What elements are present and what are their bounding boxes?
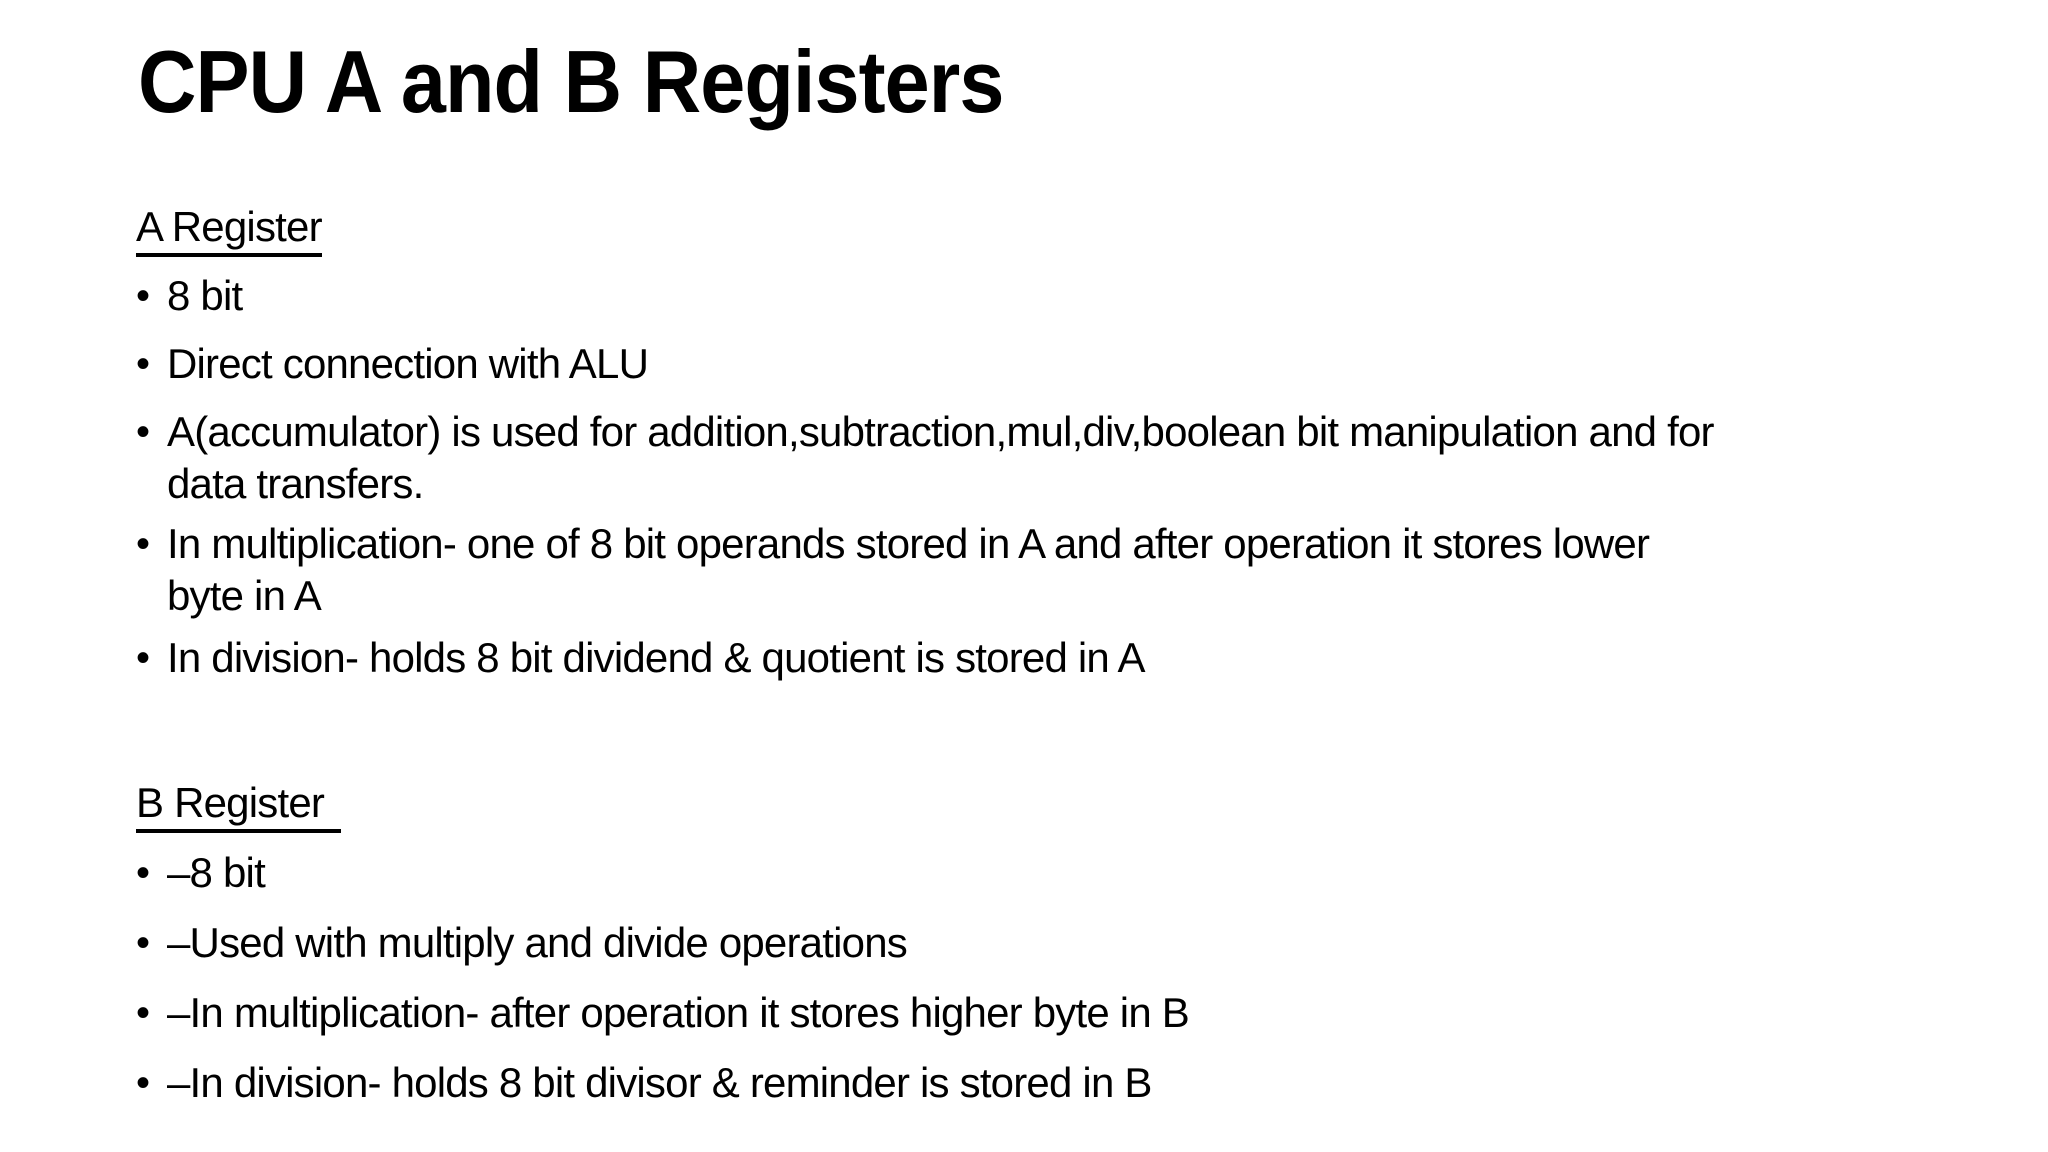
bullet-marker-icon: • <box>136 342 150 386</box>
bullet-item-b3: • –In multiplication- after operation it… <box>136 987 1714 1039</box>
section-b-register: B Register • –8 bit • –Used with multipl… <box>136 777 1714 1109</box>
bullet-text-b1: –8 bit <box>167 849 266 896</box>
bullet-marker-icon: • <box>136 636 150 680</box>
bullet-marker-icon: • <box>136 851 150 895</box>
bullet-item-a1: • 8 bit <box>136 270 1714 322</box>
bullet-text-a2: Direct connection with ALU <box>167 340 649 387</box>
slide-title: CPU A and B Registers <box>138 32 1004 131</box>
bullet-marker-icon: • <box>136 274 150 318</box>
bullet-marker-icon: • <box>136 991 150 1035</box>
section-b-heading: B Register <box>136 777 342 833</box>
bullet-text-b3: –In multiplication- after operation it s… <box>167 989 1190 1036</box>
bullet-text-a4: In multiplication- one of 8 bit operands… <box>167 520 1650 619</box>
bullet-item-a3: • A(accumulator) is used for addition,su… <box>136 406 1715 510</box>
bullet-item-b2: • –Used with multiply and divide operati… <box>136 917 1714 969</box>
bullet-marker-icon: • <box>136 410 150 454</box>
section-a-bullet-list: • 8 bit • Direct connection with ALU • A… <box>136 270 1715 684</box>
bullet-marker-icon: • <box>136 1061 150 1105</box>
bullet-item-a5: • In division- holds 8 bit dividend & qu… <box>136 632 1714 684</box>
bullet-text-b2: –Used with multiply and divide operation… <box>167 919 908 966</box>
section-a-heading-row: A Register <box>136 201 1714 257</box>
section-b-heading-row: B Register <box>136 777 1714 833</box>
section-b-bullet-list: • –8 bit • –Used with multiply and divid… <box>136 847 1714 1109</box>
bullet-text-a3: A(accumulator) is used for addition,subt… <box>167 408 1715 507</box>
bullet-marker-icon: • <box>136 522 150 566</box>
bullet-text-b4: –In division- holds 8 bit divisor & remi… <box>167 1059 1152 1106</box>
slide-body: A Register • 8 bit • Direct connection w… <box>136 201 1715 1109</box>
bullet-item-a4: • In multiplication- one of 8 bit operan… <box>136 518 1714 622</box>
bullet-item-a2: • Direct connection with ALU <box>136 338 1714 390</box>
section-a-heading: A Register <box>136 201 323 257</box>
bullet-marker-icon: • <box>136 921 150 965</box>
section-a-register: A Register • 8 bit • Direct connection w… <box>136 201 1715 684</box>
bullet-item-b1: • –8 bit <box>136 847 1714 899</box>
bullet-item-b4: • –In division- holds 8 bit divisor & re… <box>136 1057 1714 1109</box>
bullet-text-a5: In division- holds 8 bit dividend & quot… <box>167 634 1146 681</box>
bullet-text-a1: 8 bit <box>167 272 243 319</box>
